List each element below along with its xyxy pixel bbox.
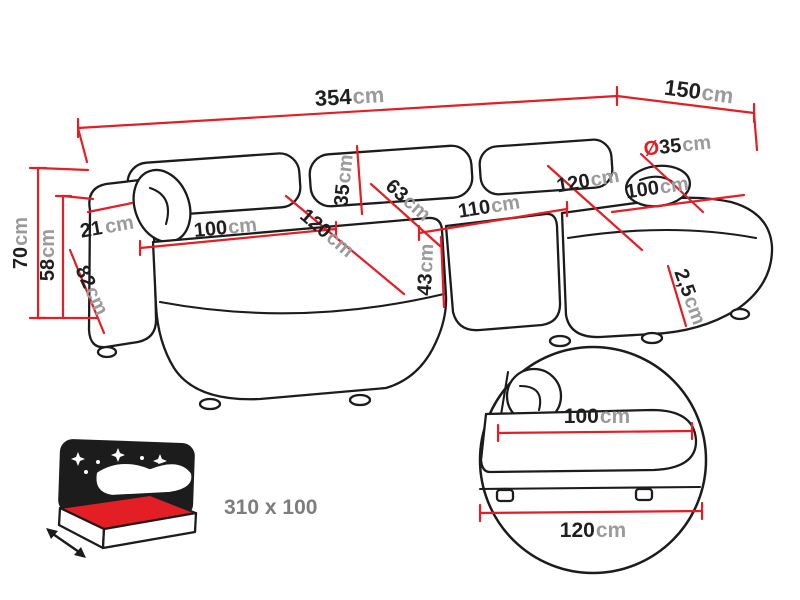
dim-line-back-cushion-height (355, 144, 364, 216)
back-cushion-right (478, 138, 614, 196)
dim-label-pillow-diameter: Ø35cm (643, 132, 713, 161)
dim-label-chaise-width: 100cm (624, 173, 690, 204)
dimension-ticks (76, 85, 759, 164)
detail-bolster-detail (518, 384, 542, 412)
bed-mattress-front-right (101, 511, 198, 550)
dim-label-total-height: 70cm (10, 217, 32, 269)
detail-base (478, 485, 702, 491)
dim-line-chaise-length (546, 164, 644, 252)
dimension-ticks (28, 166, 99, 320)
dim-line-armrest-width (86, 201, 134, 214)
dim-label-back-cushion-height: 35cm (330, 153, 357, 207)
seat-middle (444, 212, 562, 332)
detail-leg (634, 487, 654, 502)
dim-line-seat-width (417, 207, 569, 235)
detail-dim-line-total-depth (478, 509, 704, 515)
sofa-leg (96, 345, 118, 359)
sofa-leg (348, 393, 372, 407)
sofa-drawing (87, 138, 774, 411)
detail-view: 100cm 120cm (478, 345, 708, 575)
dim-label-chaise-length: 120cm (555, 165, 621, 198)
seat-left-crease (158, 292, 446, 315)
dimension-ticks (138, 200, 569, 257)
dim-line-chaise-width (610, 193, 746, 214)
dim-line-seat-depth (138, 227, 338, 250)
sofa-leg (640, 331, 664, 345)
sofa-leg (198, 397, 222, 411)
unfold-arrow-icon (46, 528, 86, 558)
dimension-lines (28, 85, 759, 335)
detail-dim-line-seat-depth (496, 429, 694, 435)
dim-line-total-width (76, 94, 619, 130)
dim-label-armrest-width: 21cm (78, 212, 135, 243)
detail-seat-cushion (479, 408, 698, 474)
dim-line-total-depth (615, 94, 756, 115)
dim-label-total-width: 354cm (314, 82, 385, 111)
dim-label-backrest-height: 58cm (37, 229, 59, 281)
dim-line-backrest-diagonal (369, 182, 442, 248)
detail-leg (495, 488, 515, 503)
detail-label-seat-depth: 100cm (564, 405, 630, 428)
dim-label-seat-height: 43cm (414, 243, 439, 296)
chaise-crease (566, 228, 758, 240)
sofa-leg (548, 334, 572, 348)
sofa-leg (729, 307, 751, 321)
back-cushion-middle (308, 144, 474, 208)
dim-line-pillow-diameter (639, 152, 705, 214)
detail-label-total-depth: 120cm (560, 519, 626, 542)
dim-label-seat-width: 110cm (457, 191, 522, 222)
sleeping-function-icon (46, 439, 198, 558)
sleeping-size-label: 310 x 100 (224, 496, 317, 519)
dim-line-seat-height (439, 235, 446, 309)
dim-line-seat-diagonal (284, 194, 406, 296)
dim-line-leg-height (666, 264, 688, 328)
bed-duvet (94, 461, 194, 498)
bolster-pillow-detail (148, 186, 170, 226)
dim-line-armrest-depth (68, 248, 106, 335)
dim-label-total-depth: 150cm (663, 75, 735, 109)
dim-label-seat-depth: 100cm (193, 214, 258, 242)
